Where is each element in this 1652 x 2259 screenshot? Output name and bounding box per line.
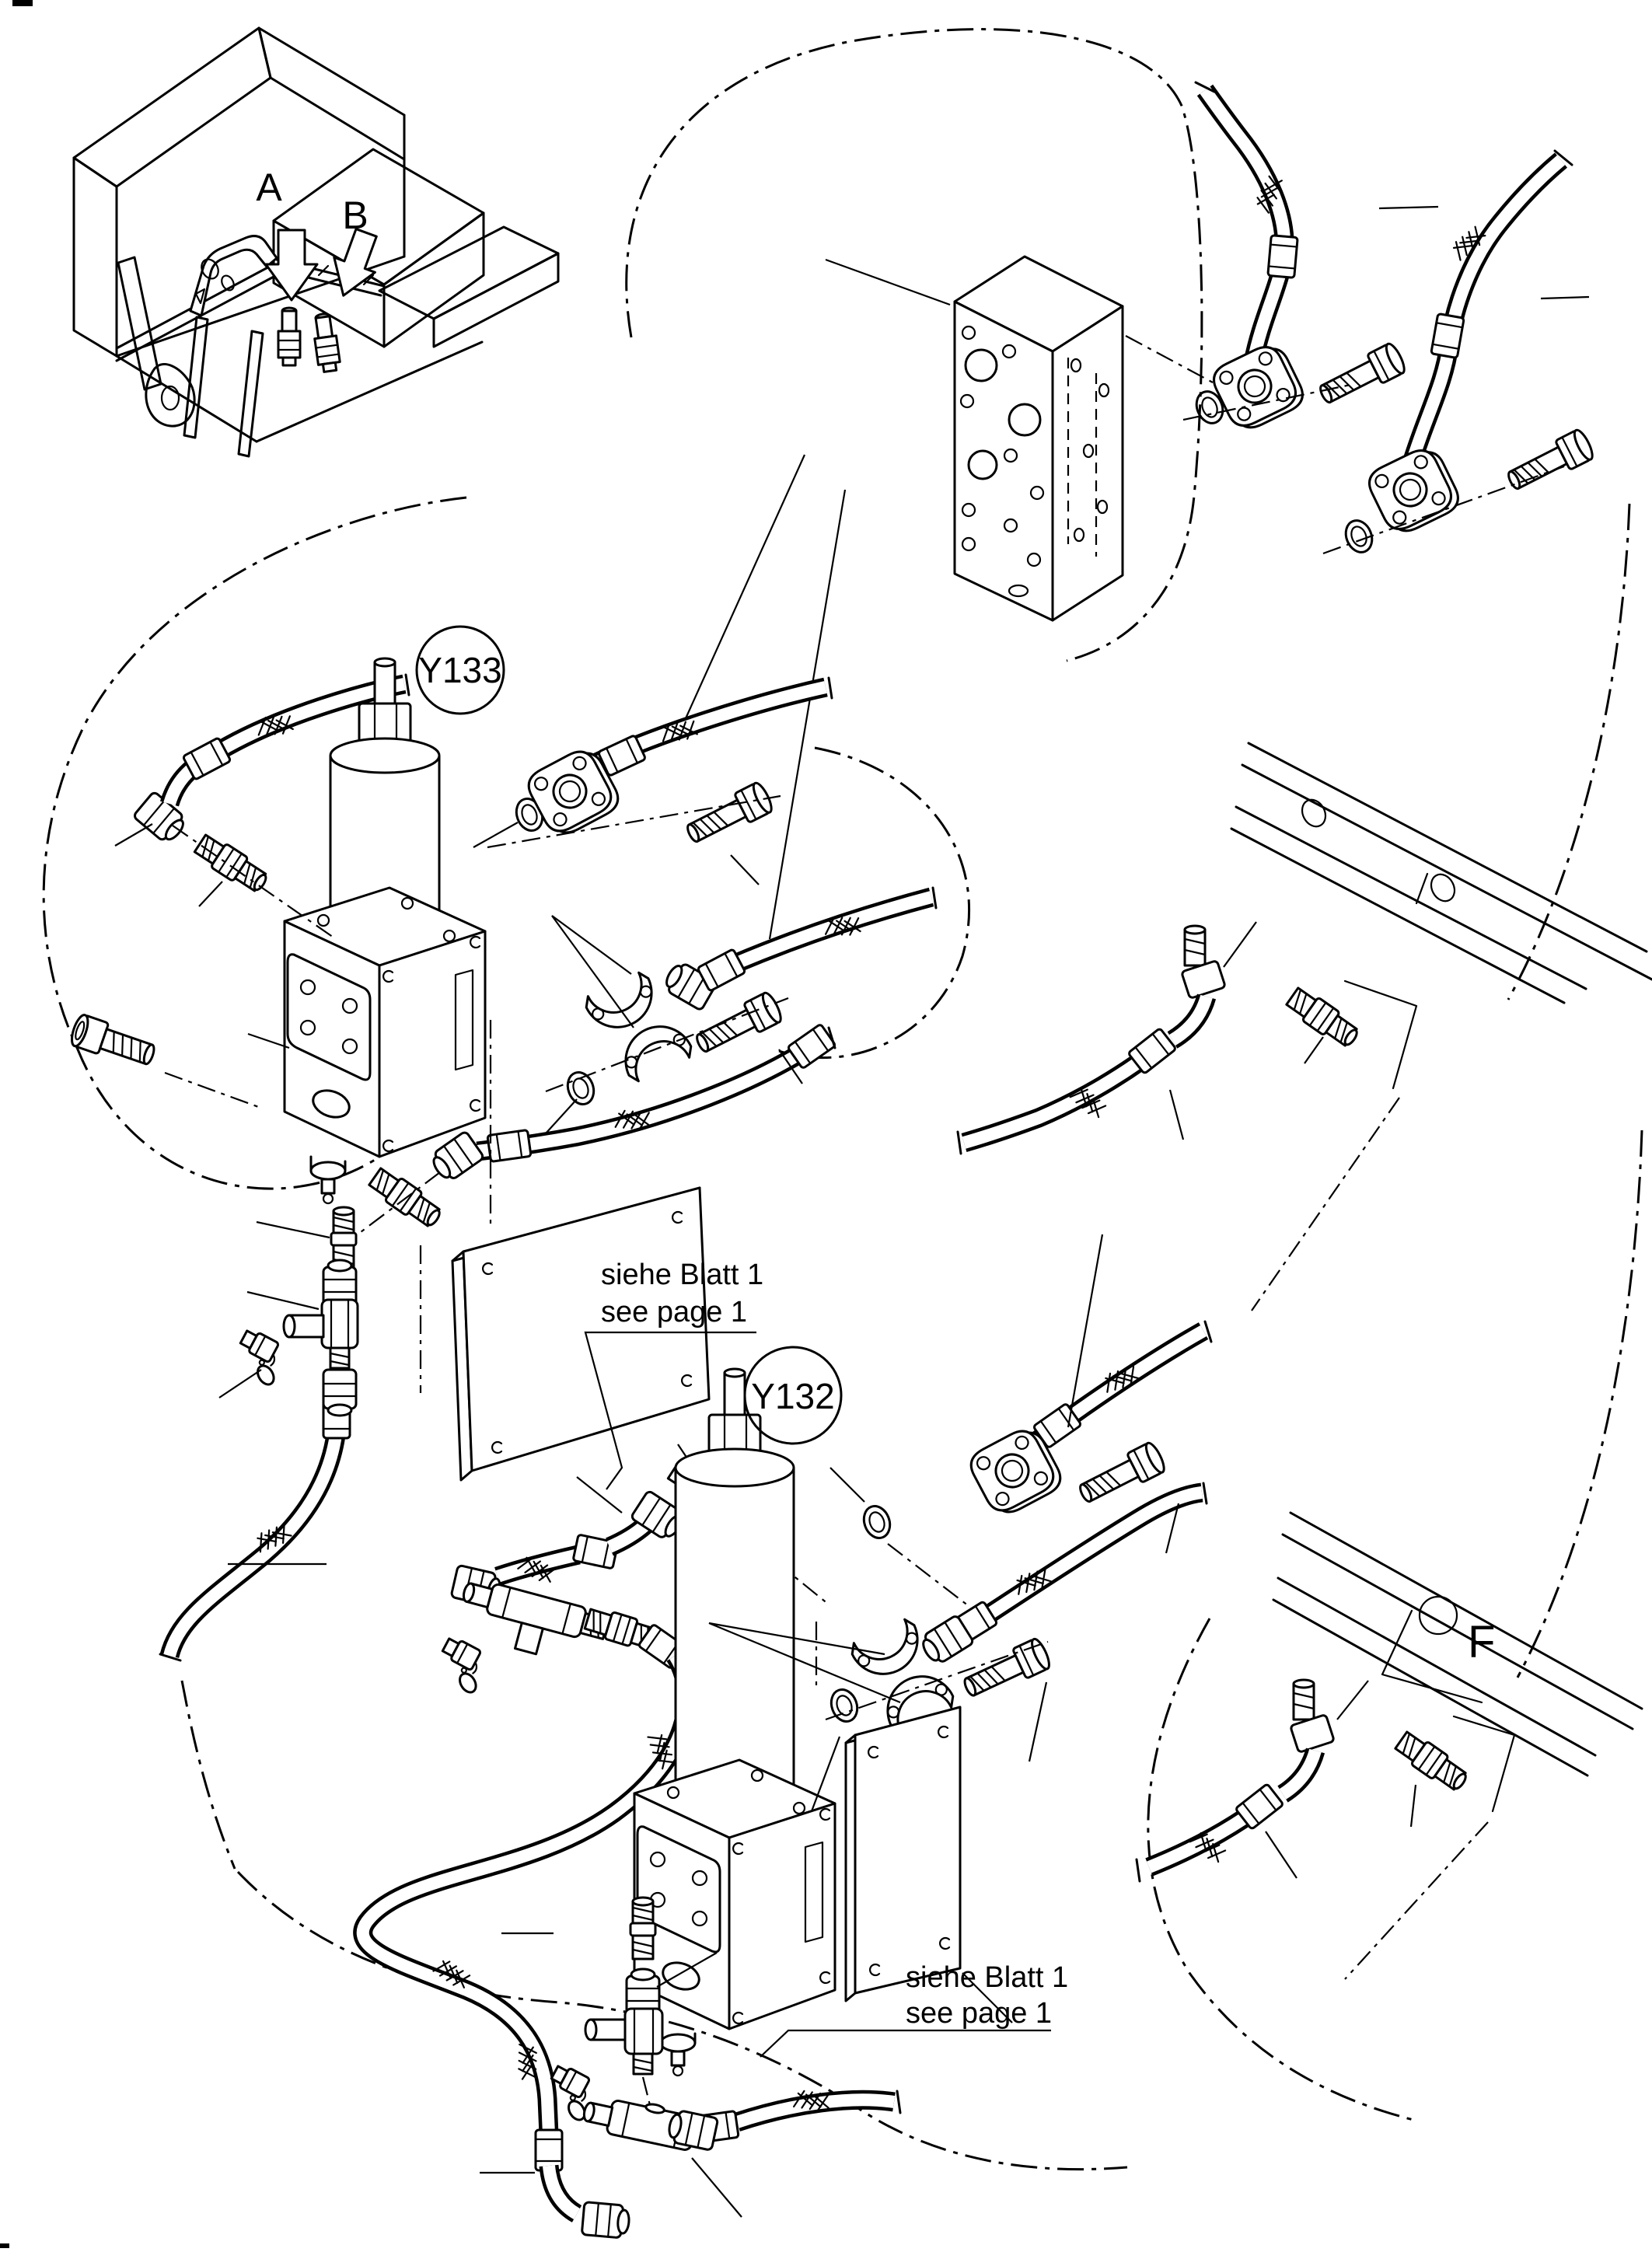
o-ring (826, 1685, 863, 1727)
test-port-plug (226, 1326, 294, 1392)
label-location-a: A (256, 166, 282, 209)
test-port-plug (428, 1634, 496, 1700)
solenoid-valve-y132 (353, 1234, 1213, 2240)
arrow-a (264, 229, 319, 302)
rail-fitting-group-lower (1135, 1678, 1516, 1980)
inset-solenoid-valve-2 (313, 312, 341, 373)
o-ring (858, 1501, 896, 1543)
note-top-line1: siehe Blatt 1 (601, 1259, 763, 1291)
label-valve-y132: Y132 (751, 1376, 834, 1416)
cover-plate-1 (419, 1020, 711, 1482)
label-location-b: B (342, 194, 368, 237)
arrow-b (333, 228, 378, 297)
flange-bolt (1314, 340, 1409, 412)
hose-flange-assembly-top-1 (1182, 81, 1439, 437)
machine-location-inset: A B (72, 26, 560, 458)
o-ring (562, 1067, 599, 1109)
elbow-stub (1183, 928, 1207, 967)
note-bottom-line2: see page 1 (906, 1997, 1052, 2030)
callout-leaders-top (681, 454, 847, 940)
coil-stud (373, 661, 396, 707)
note-top-line2: see page 1 (601, 1296, 747, 1329)
frame-ref-circle (1418, 1595, 1458, 1636)
frame-rails-lower: F (1272, 1511, 1643, 1777)
elbow-nut (580, 2201, 632, 2240)
nipple-fitting (629, 1896, 657, 1960)
tee-fitting (226, 1259, 359, 1417)
hose-flange-assembly-top-2 (1322, 149, 1598, 557)
cover-plate-2 (815, 1622, 1013, 2023)
cap-screw (67, 1011, 159, 1073)
note-see-page-top: siehe Blatt 1 see page 1 (584, 1259, 763, 1490)
adapter-fitting (1392, 1727, 1472, 1796)
inset-loader-bracket (189, 235, 278, 317)
flange-bolt (1502, 426, 1598, 498)
note-see-page-bottom: siehe Blatt 1 see page 1 (760, 1961, 1068, 2058)
flange-bolt (681, 779, 777, 851)
split-flange-half (847, 1615, 931, 1687)
crop-marks (0, 0, 33, 2248)
coil-stud (723, 1371, 746, 1419)
valve-body (634, 1760, 835, 2076)
flange-bolt (958, 1636, 1054, 1705)
label-frame-ref: F (1468, 1617, 1495, 1667)
inset-foot-loop (145, 363, 196, 428)
frame-rails-upper (1230, 742, 1652, 1004)
adapter-fitting (1283, 983, 1364, 1053)
tee-fitting (537, 1967, 664, 2128)
valve-tag-y133: Y133 (415, 625, 505, 715)
manifold-block (825, 255, 1214, 622)
flange (1362, 441, 1465, 540)
flange (1207, 337, 1310, 437)
label-valve-y133: Y133 (418, 650, 501, 690)
valve-tag-y132: Y132 (743, 1346, 843, 1445)
solenoid-valve-y133 (67, 657, 938, 1662)
phantom-outlines (42, 28, 1643, 2171)
rail-fitting-group-upper (956, 921, 1418, 1311)
inset-solenoid-valve-1 (277, 306, 302, 367)
note-bottom-line1: siehe Blatt 1 (906, 1961, 1068, 1994)
